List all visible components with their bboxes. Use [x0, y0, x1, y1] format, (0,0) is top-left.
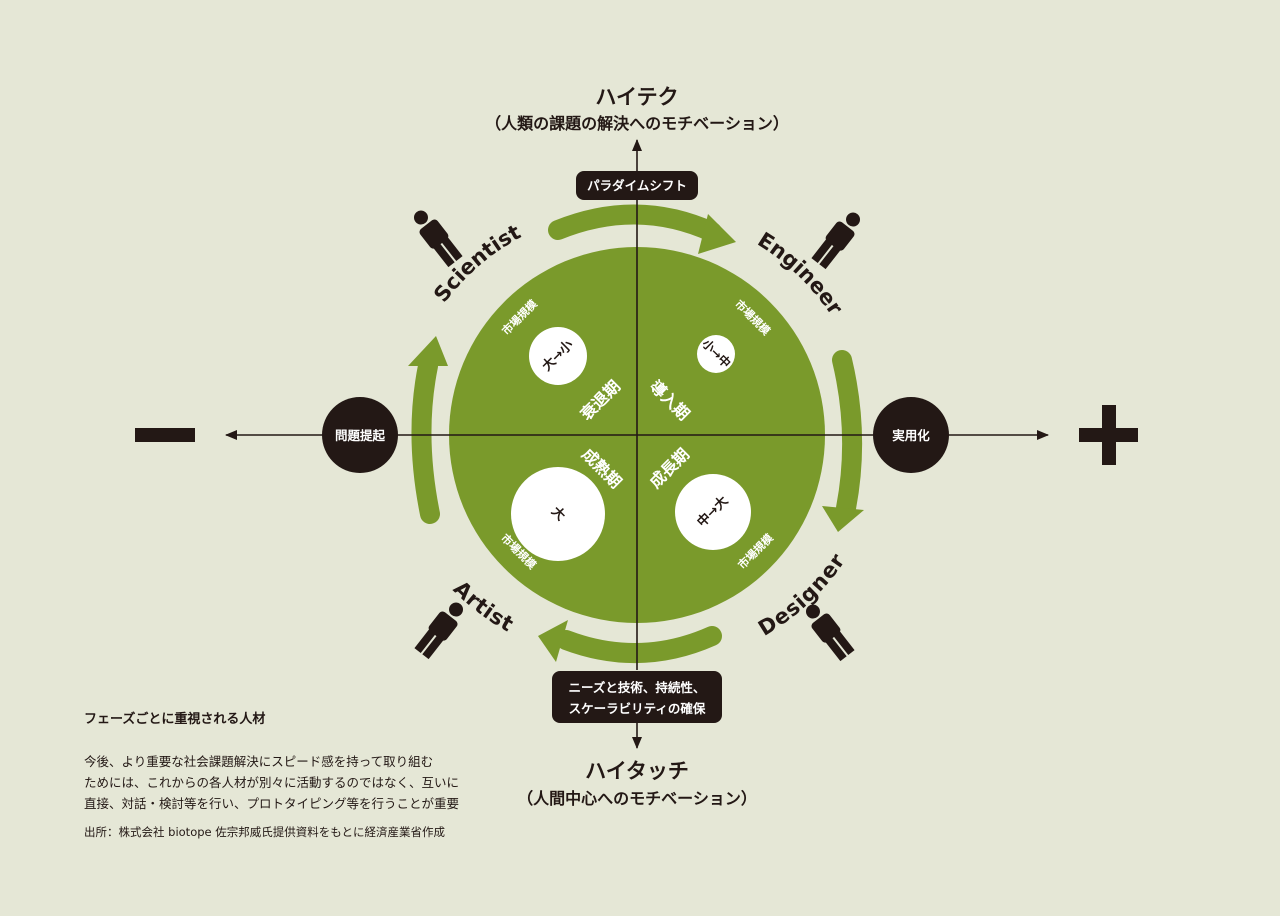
cycle-arrowheads [408, 214, 864, 662]
badge-practical-use-label: 実用化 [892, 428, 930, 443]
cycle-arrowhead-left [408, 336, 448, 366]
cycle-arrow-bottom [556, 626, 722, 664]
axis-top-sublabel: （人類の課題の解決へのモチベーション） [485, 114, 789, 133]
caption-body: 今後、より重要な社会課題解決にスピード感を持って取り組む ためには、これからの各… [84, 751, 504, 814]
caption-title: フェーズごとに重視される人材 [84, 712, 266, 727]
market-circle-bottom-right [675, 474, 751, 550]
caption-body-line: ためには、これからの各人材が別々に活動するのではなく、互いに [84, 775, 460, 790]
badge-needs-tech-line2: スケーラビリティの確保 [569, 701, 706, 716]
axis-top-label: ハイテク [595, 85, 678, 109]
minus-sign-icon [135, 428, 195, 442]
caption-block: フェーズごとに重視される人材 今後、より重要な社会課題解決にスピード感を持って取… [84, 708, 504, 840]
axis-bottom-sublabel: （人間中心へのモチベーション） [517, 789, 757, 808]
axis-bottom-label: ハイタッチ [585, 759, 689, 783]
plus-sign-icon [1079, 405, 1138, 465]
person-icon-engineer [811, 212, 861, 270]
badge-problem-raising-label: 問題提起 [335, 428, 386, 443]
caption-source: 出所：株式会社 biotope 佐宗邦威氏提供資料をもとに経済産業省作成 [84, 825, 446, 839]
badge-needs-tech [552, 671, 722, 723]
badge-practical-use [873, 397, 949, 473]
cycle-arrowhead-top [698, 214, 736, 254]
badge-problem-raising [322, 397, 398, 473]
market-circle-bottom-left [511, 467, 605, 561]
badge-paradigm-shift [576, 171, 698, 200]
person-icon-designer [805, 604, 855, 662]
badge-paradigm-shift-label: パラダイムシフト [587, 178, 687, 193]
badge-needs-tech-line1: ニーズと技術、持続性、 [569, 680, 706, 695]
market-circle-top-left [529, 327, 587, 385]
cycle-arrow-left [411, 356, 440, 524]
cycle-arrowhead-bottom [538, 620, 568, 662]
person-icon-artist [414, 602, 464, 660]
caption-body-line: 今後、より重要な社会課題解決にスピード感を持って取り組む [84, 754, 434, 769]
cycle-arrow-right [832, 350, 863, 518]
person-icon-scientist [413, 210, 463, 268]
cycle-arrow-top [548, 204, 722, 242]
cycle-arrowhead-right [822, 506, 864, 532]
caption-body-line: 直接、対話・検討等を行い、プロトタイピング等を行うことが重要 [84, 796, 460, 811]
cycle-arrows [411, 204, 863, 664]
market-circle-top-right [697, 335, 735, 373]
